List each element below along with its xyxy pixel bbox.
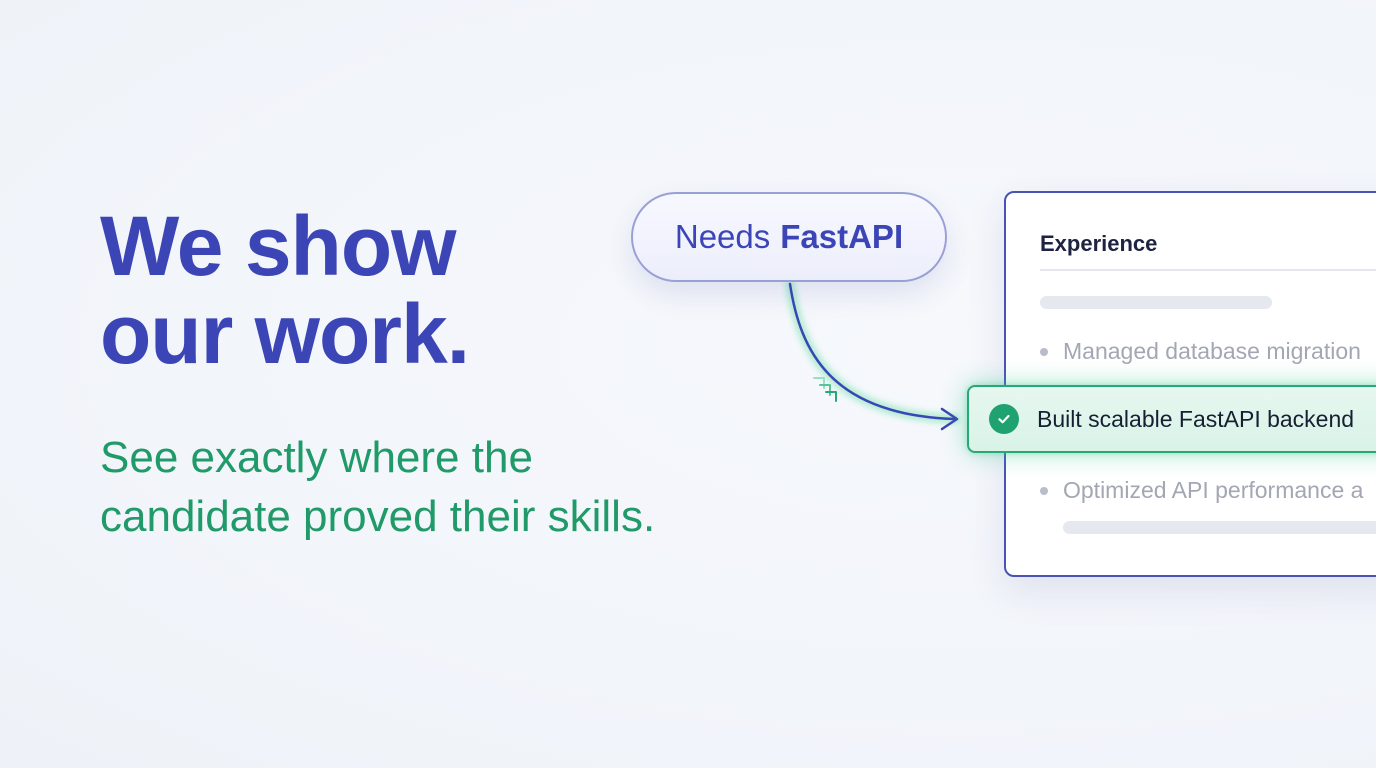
- bullet-dot: [1040, 486, 1048, 495]
- resume-card: Experience Managed database migration Op…: [1004, 191, 1376, 577]
- headline-line-2: our work.: [100, 287, 470, 381]
- requirement-pill: Needs FastAPI: [631, 192, 947, 282]
- placeholder-line: [1040, 296, 1272, 309]
- requirement-skill: FastAPI: [780, 218, 904, 255]
- experience-section-title: Experience: [1040, 231, 1158, 256]
- bullet-text: Managed database migration: [1063, 338, 1361, 364]
- placeholder-line: [1063, 521, 1376, 534]
- subheadline-line-2: candidate proved their skills.: [100, 492, 656, 541]
- bullet-text: Optimized API performance a: [1063, 477, 1364, 503]
- highlighted-evidence-bullet: Built scalable FastAPI backend: [967, 385, 1376, 453]
- bullet-dot: [1040, 347, 1048, 356]
- subheadline-line-1: See exactly where the: [100, 433, 533, 482]
- requirement-prefix: Needs: [674, 218, 771, 255]
- experience-bullet: Managed database migration: [1040, 338, 1361, 365]
- check-circle-icon: [989, 404, 1019, 434]
- headline: We show our work.: [100, 199, 470, 381]
- experience-bullet: Optimized API performance a: [1040, 477, 1363, 504]
- section-divider: [1040, 269, 1376, 271]
- highlighted-bullet-text: Built scalable FastAPI backend: [1037, 405, 1355, 432]
- subheadline: See exactly where the candidate proved t…: [100, 428, 655, 546]
- sparkle-chevrons-icon: [813, 377, 837, 402]
- headline-line-1: We show: [100, 199, 457, 293]
